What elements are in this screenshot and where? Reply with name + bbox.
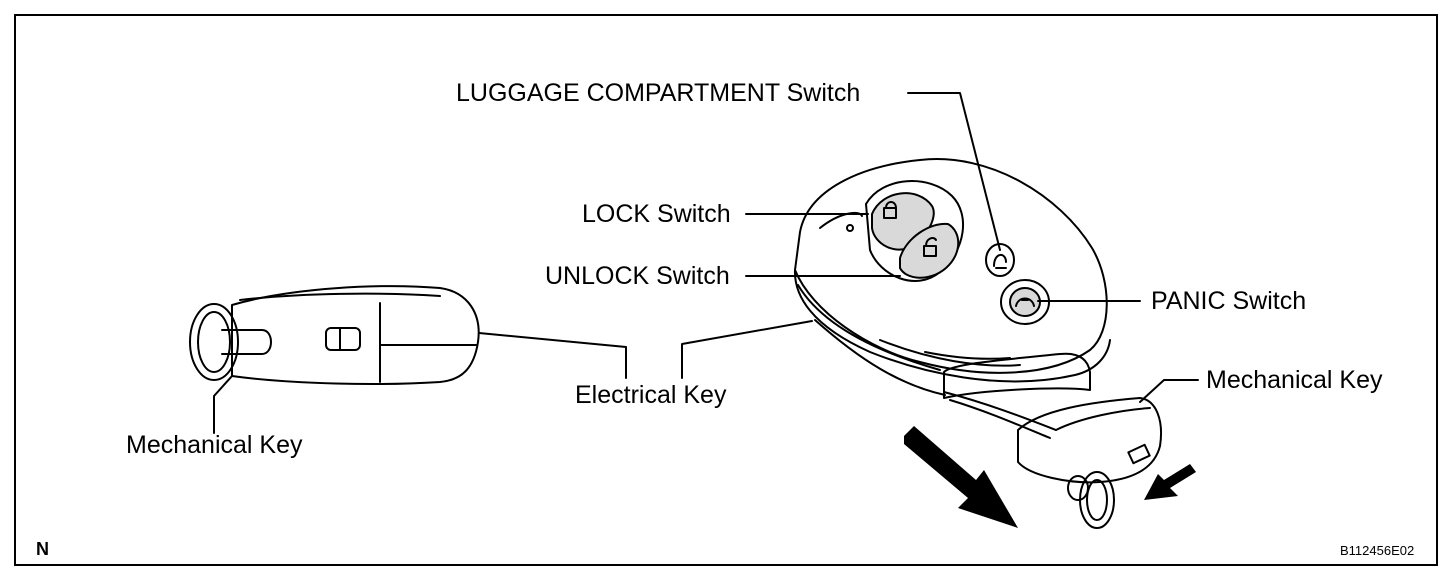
mechanical-key-head-seam — [1055, 407, 1151, 431]
fob-top-outline — [794, 158, 1108, 374]
unlock-switch-label: UNLOCK Switch — [545, 262, 730, 290]
leader-mechanical-key-left — [213, 375, 233, 434]
key-side-slot — [325, 327, 361, 351]
mechanical-key-shaft-left — [221, 329, 272, 355]
slide-direction-arrow-small — [1144, 464, 1196, 500]
luggage-icon — [993, 254, 1007, 269]
leader-electrical-key-left — [478, 332, 627, 379]
luggage-button — [985, 243, 1015, 277]
unlock-icon-shackle — [925, 237, 937, 247]
leader-mechanical-key-right — [1139, 379, 1199, 403]
figure-code: B112456E02 — [1340, 543, 1415, 558]
panic-icon — [1015, 297, 1035, 307]
luggage-switch-label: LUGGAGE COMPARTMENT Switch — [456, 79, 861, 107]
panic-button — [1009, 287, 1041, 317]
key-pocket — [943, 352, 1091, 399]
fob-side-seam — [797, 284, 941, 371]
unlock-button — [899, 222, 960, 279]
lock-switch-label: LOCK Switch — [582, 200, 731, 228]
key-side-body-outline — [231, 285, 480, 385]
fob-highlight-3 — [924, 351, 1011, 360]
indicator-led — [846, 224, 854, 232]
fob-bottom-edge — [814, 319, 946, 396]
panic-switch-label: PANIC Switch — [1151, 287, 1307, 315]
diagram-frame — [14, 14, 1438, 566]
key-ring-inner-left — [197, 311, 231, 373]
key-ring-outer-left — [189, 303, 239, 381]
electrical-key-label: Electrical Key — [575, 381, 727, 409]
unlock-icon — [923, 245, 937, 257]
mechanical-key-head — [1017, 397, 1162, 484]
mechanical-key-blade-edge — [943, 391, 1057, 431]
corner-marker: N — [36, 539, 49, 559]
key-side-view — [189, 285, 480, 385]
key-ring-inner-right — [1086, 479, 1108, 521]
slide-direction-arrow-large — [904, 426, 1018, 528]
leader-electrical-key-right — [681, 320, 813, 379]
mechanical-key-blade — [949, 399, 1051, 439]
key-ring-loop — [1067, 475, 1089, 501]
mechanical-key-slot — [1127, 443, 1151, 465]
lock-icon-shackle — [885, 201, 897, 209]
leader-luggage-switch — [907, 92, 1001, 251]
fob-highlight-2 — [879, 339, 1021, 367]
mechanical-key-label-left: Mechanical Key — [126, 431, 303, 459]
fob-highlight-1 — [819, 211, 863, 229]
mechanical-key-label-right: Mechanical Key — [1206, 366, 1383, 394]
key-side-upper-edge — [239, 292, 441, 301]
key-perspective-view — [793, 158, 1162, 529]
lock-icon — [883, 207, 897, 219]
